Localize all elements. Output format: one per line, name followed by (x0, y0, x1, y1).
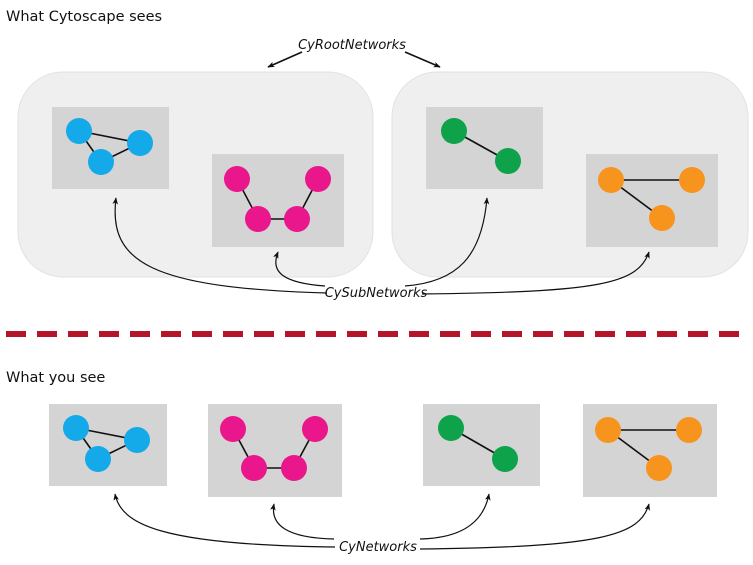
network-node (127, 130, 153, 156)
network-node (224, 166, 250, 192)
network-node (245, 206, 271, 232)
network-node (598, 167, 624, 193)
network-panel (49, 404, 167, 486)
network-node (595, 417, 621, 443)
heading-what-you-see: What you see (6, 370, 105, 386)
subnetwork-blue (52, 107, 169, 189)
subnetwork-arrow-orange (421, 251, 650, 295)
network-node (649, 205, 675, 231)
subnetwork-arrow-magenta (273, 251, 326, 287)
subnetwork-magenta (212, 154, 344, 247)
network-node (492, 446, 518, 472)
root-arrow-right (404, 51, 441, 68)
network-panel (586, 154, 718, 247)
network-arrow-green (419, 493, 491, 540)
network-green (423, 404, 540, 486)
network-orange (583, 404, 717, 497)
network-blue (49, 404, 167, 486)
network-node (88, 149, 114, 175)
network-arrow-magenta (270, 503, 335, 540)
network-arrow-orange (419, 503, 650, 550)
network-arrow-blue (113, 493, 336, 548)
network-node (679, 167, 705, 193)
network-node (220, 416, 246, 442)
root-arrow-left (267, 51, 303, 68)
label-cysubnetworks: CySubNetworks (325, 286, 428, 301)
network-node (241, 455, 267, 481)
network-magenta (208, 404, 342, 497)
network-node (281, 455, 307, 481)
network-node (676, 417, 702, 443)
network-node (305, 166, 331, 192)
network-node (284, 206, 310, 232)
subnetwork-orange (586, 154, 718, 247)
label-cynetworks: CyNetworks (339, 540, 417, 555)
network-node (438, 415, 464, 441)
subnetwork-green (426, 107, 543, 189)
heading-what-cytoscape-sees: What Cytoscape sees (6, 9, 162, 25)
subnetwork-arrow-blue (112, 197, 328, 294)
network-panel (583, 404, 717, 497)
network-node (441, 118, 467, 144)
network-node (66, 118, 92, 144)
label-cyrootnetworks: CyRootNetworks (298, 38, 406, 53)
network-node (85, 446, 111, 472)
network-node (302, 416, 328, 442)
subnetwork-arrow-green (404, 197, 490, 287)
network-node (63, 415, 89, 441)
network-node (495, 148, 521, 174)
network-node (124, 427, 150, 453)
network-node (646, 455, 672, 481)
